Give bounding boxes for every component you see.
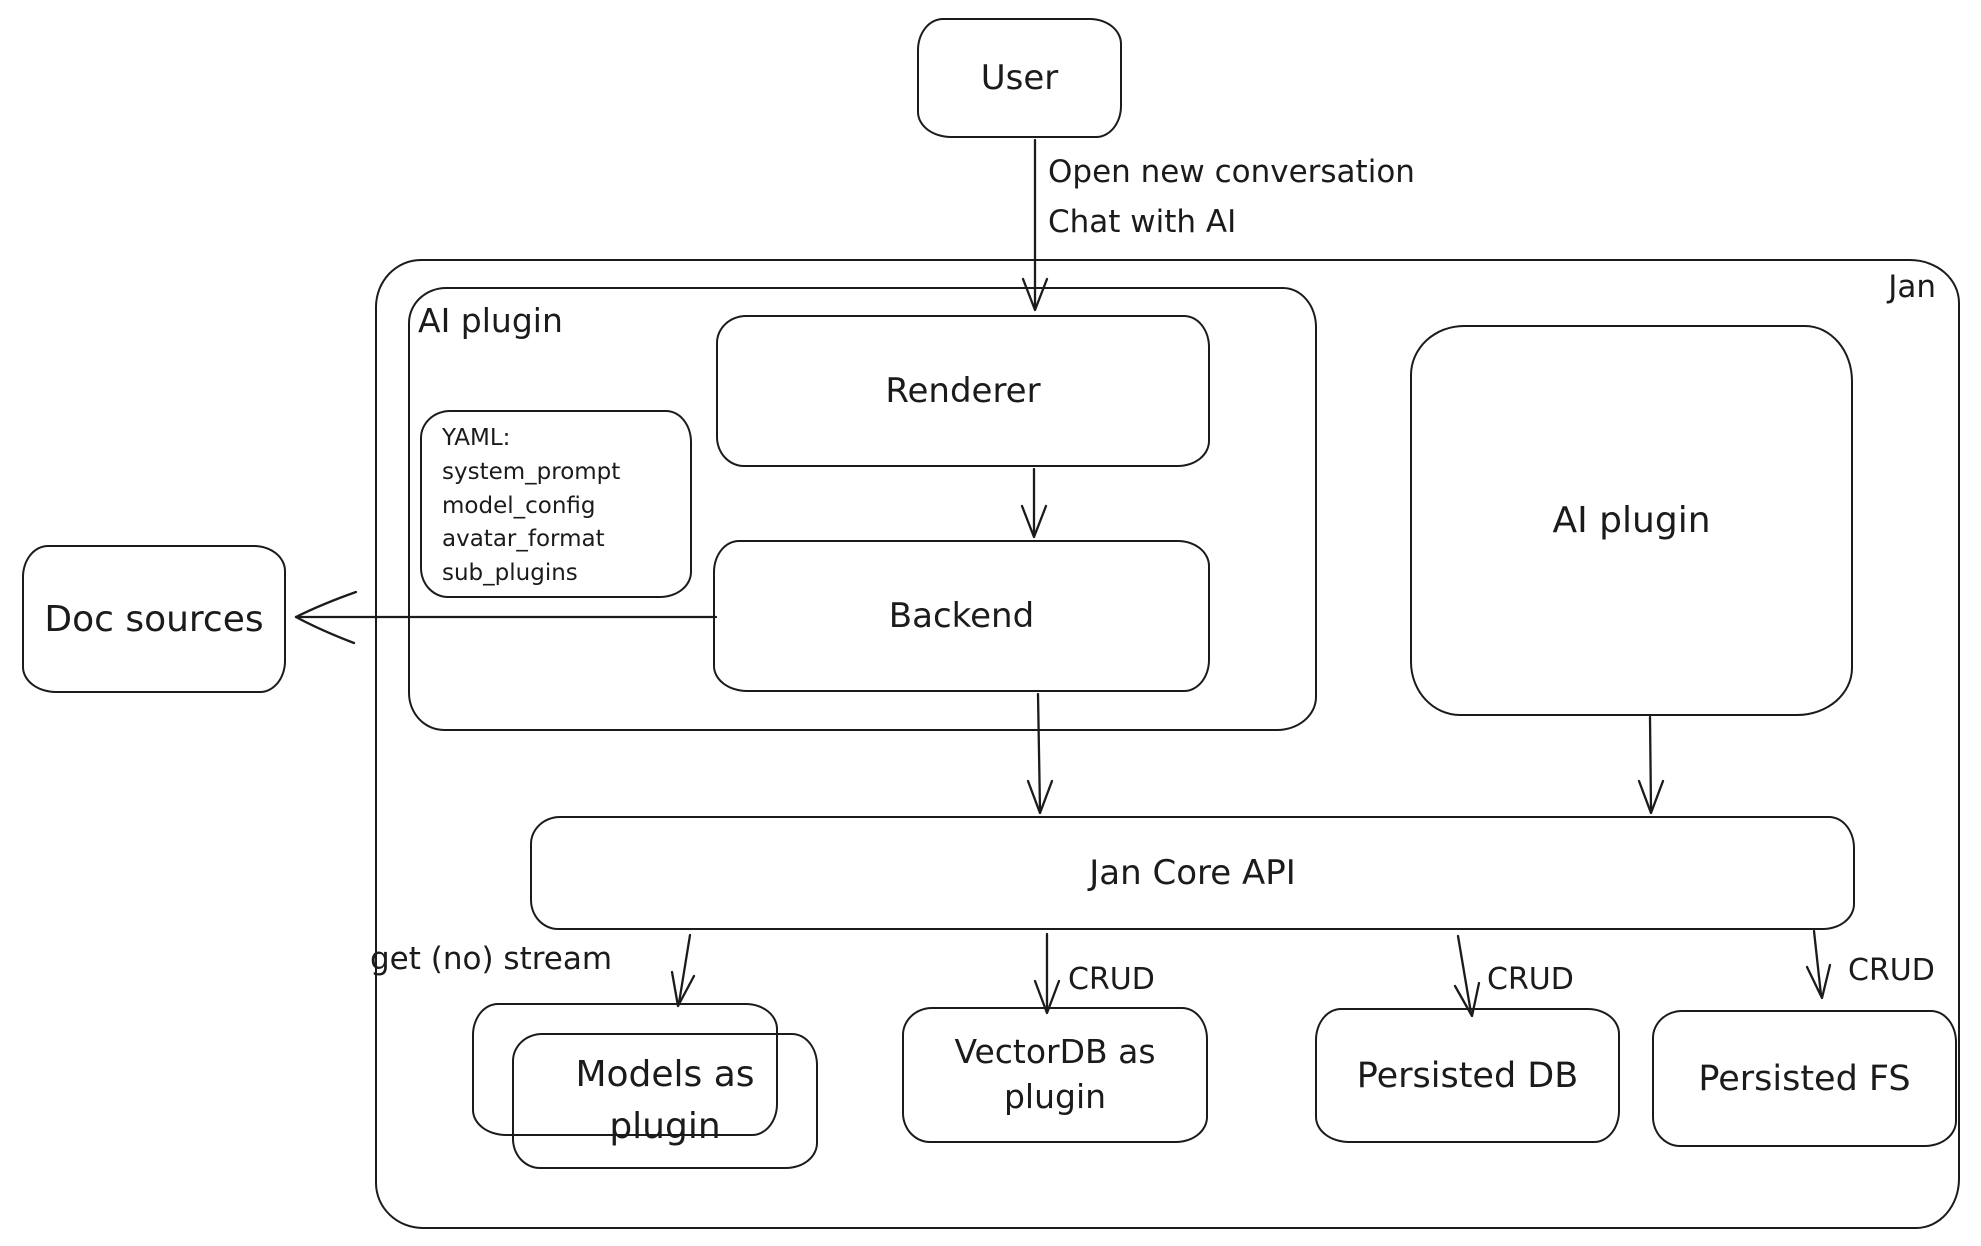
persisted-db-label: Persisted DB bbox=[1356, 1055, 1579, 1096]
edge-label-crud-vectordb: CRUD bbox=[1068, 962, 1155, 997]
persisted-db-node: Persisted DB bbox=[1315, 1008, 1620, 1143]
yaml-note-line: sub_plugins bbox=[442, 560, 578, 587]
jan-container-box: Jan bbox=[375, 259, 1960, 1229]
doc-sources-label: Doc sources bbox=[44, 598, 264, 640]
yaml-note-line: model_config bbox=[442, 492, 596, 519]
ai-plugin-right-node: AI plugin bbox=[1410, 325, 1853, 716]
vectordb-plugin-label: VectorDB as plugin bbox=[954, 1032, 1156, 1116]
models-plugin-node: Models as plugin bbox=[512, 1033, 818, 1169]
jan-core-api-node: Jan Core API bbox=[530, 816, 1855, 930]
backend-label: Backend bbox=[888, 596, 1035, 636]
yaml-note-box: YAML: system_prompt model_config avatar_… bbox=[420, 410, 692, 598]
user-label: User bbox=[980, 58, 1059, 98]
renderer-node: Renderer bbox=[716, 315, 1210, 467]
ai-plugin-right-label: AI plugin bbox=[1552, 500, 1711, 541]
edge-label-open-conversation: Open new conversation Chat with AI bbox=[1048, 154, 1415, 240]
jan-container-label: Jan bbox=[1888, 269, 1936, 305]
renderer-label: Renderer bbox=[885, 371, 1041, 411]
models-plugin-label: Models as plugin bbox=[575, 1053, 755, 1147]
edge-label-get-no-stream: get (no) stream bbox=[370, 941, 613, 977]
models-plugin-back-box bbox=[472, 1003, 778, 1136]
persisted-fs-node: Persisted FS bbox=[1652, 1010, 1957, 1147]
jan-core-api-label: Jan Core API bbox=[1089, 853, 1296, 893]
doc-sources-node: Doc sources bbox=[22, 545, 286, 693]
backend-node: Backend bbox=[713, 540, 1210, 692]
yaml-note-line: avatar_format bbox=[442, 526, 605, 553]
ai-plugin-group-box: AI plugin bbox=[408, 287, 1317, 731]
ai-plugin-group-label: AI plugin bbox=[418, 301, 563, 340]
vectordb-plugin-node: VectorDB as plugin bbox=[902, 1007, 1208, 1143]
edge-label-crud-persisted-fs: CRUD bbox=[1848, 953, 1935, 988]
yaml-note-line: system_prompt bbox=[442, 458, 621, 485]
edge-label-crud-persisted-db: CRUD bbox=[1487, 962, 1574, 997]
persisted-fs-label: Persisted FS bbox=[1698, 1058, 1911, 1099]
yaml-note-line: YAML: bbox=[442, 425, 511, 451]
user-node: User bbox=[917, 18, 1122, 138]
